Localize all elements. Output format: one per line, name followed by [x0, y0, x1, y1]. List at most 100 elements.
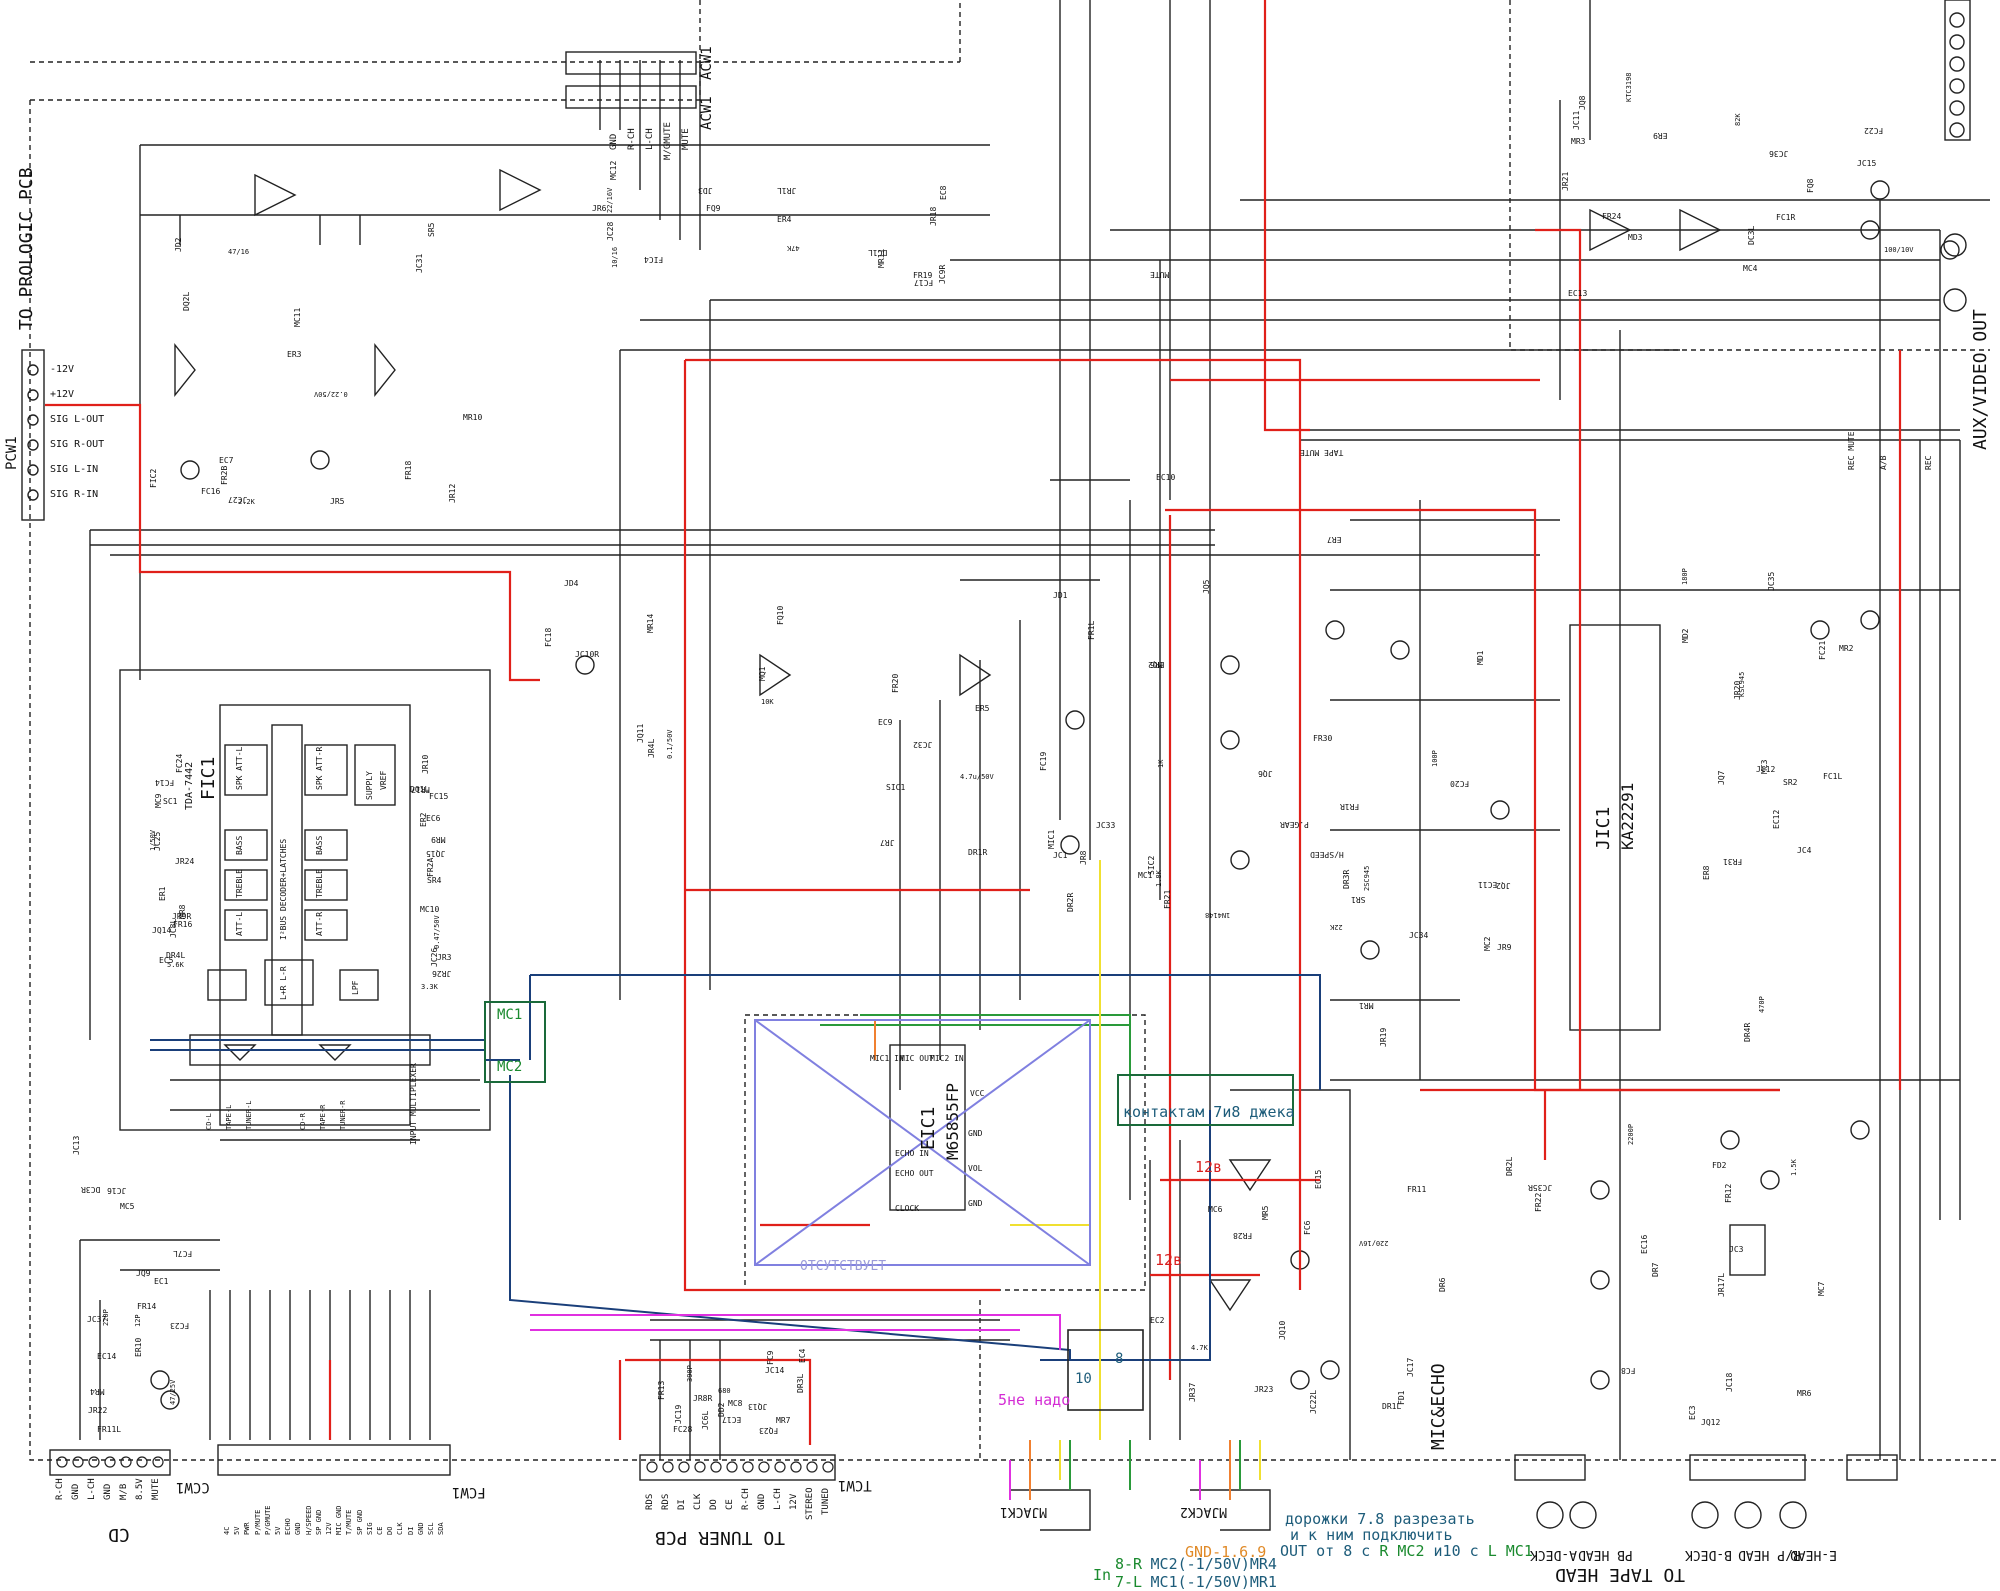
cut-note-line1: дорожки 7.8 разрезать	[1285, 1510, 1475, 1528]
component-value: 180P	[1681, 568, 1689, 585]
fcw1-pin: GND	[294, 1522, 303, 1535]
b-deck-label: B-DECK	[1685, 1547, 1732, 1562]
signal-label: A/B	[1879, 455, 1888, 470]
part-designator: JD4	[564, 579, 579, 588]
signal-label: H/SPEED	[1310, 850, 1344, 859]
tcw1-label: TCW1	[838, 1477, 872, 1493]
part-designator: JR24	[175, 857, 195, 866]
fic1-block: SPK ATT-R	[315, 746, 324, 790]
component-value: 100/10V	[1884, 246, 1914, 254]
fic1-block: L+R L-R	[279, 966, 288, 1000]
part-designator: FR18	[404, 460, 413, 480]
fcw1-pin: SCL	[427, 1522, 435, 1535]
component-value: KTC3198	[1625, 72, 1633, 102]
eic1-name: EIC1	[918, 1106, 939, 1150]
part-designator: JR22	[88, 1406, 108, 1415]
fic1-block: TUNER-L	[245, 1100, 253, 1130]
part-designator: MR7	[776, 1416, 791, 1425]
part-designator: ER1	[158, 886, 167, 901]
acw1-pin: R-CH	[627, 128, 637, 150]
cut-note-line2: и к ним подключить	[1290, 1526, 1453, 1544]
mjack2-label: MJACK2	[1180, 1504, 1227, 1519]
fcw1-pin: CE	[376, 1526, 384, 1535]
part-designator: JC13	[72, 1135, 81, 1155]
part-designator: JQ2	[1496, 881, 1511, 890]
out-lmc1: L MC1	[1487, 1542, 1533, 1560]
fic1-block: VREF	[379, 770, 388, 790]
part-designator: JQ10	[1278, 1320, 1287, 1340]
part-designator: JR7	[880, 838, 895, 847]
component-value: 4.7u/50V	[960, 773, 994, 781]
part-designator: JC15	[1857, 159, 1877, 168]
part-designator: DC3L	[1747, 225, 1756, 245]
part-designator: JC18	[1725, 1372, 1734, 1392]
component-value: 0.47/50V	[433, 915, 441, 949]
part-designator: MR5	[1261, 1205, 1270, 1220]
part-designator: JR12	[448, 483, 457, 503]
pcw1-pin: SIG R-OUT	[50, 439, 105, 450]
fcw1-pin: GND	[416, 1522, 425, 1535]
part-designator: FQ10	[776, 605, 785, 625]
part-designator: JQ14	[152, 926, 172, 935]
part-designator: ER7	[1327, 535, 1342, 544]
fic1-block: TAPE-R	[319, 1104, 327, 1130]
part-designator: FC7L	[173, 1249, 193, 1258]
part-designator: DC3R	[81, 1185, 101, 1194]
part-designator: MR14	[646, 613, 655, 633]
acw1-pin: GND	[609, 133, 619, 150]
eic1-pin: GND	[968, 1199, 983, 1208]
part-designator: EC14	[97, 1352, 117, 1361]
part-designator: JR21	[1561, 171, 1570, 191]
part-designator: MC6	[1208, 1205, 1223, 1214]
part-designator: JQ9	[136, 1269, 151, 1278]
part-designator: MC11	[293, 307, 302, 327]
part-designator: MD3	[1628, 233, 1643, 242]
part-designator: DR3R	[1342, 869, 1351, 889]
aux-video-label: AUX/VIDEO OUT	[1970, 309, 1991, 450]
mix-mc1-label: MC1	[497, 1007, 523, 1023]
in-7l-line: 7-L MC1(-1/50V)MR1	[1115, 1575, 1277, 1590]
fcw1-pin: SP GND	[314, 1509, 323, 1535]
fic1-block: SPK ATT-L	[235, 746, 244, 790]
fcw1-pin: DI	[406, 1526, 415, 1535]
component-value: 2200P	[1627, 1123, 1635, 1145]
part-designator: JR8	[1079, 850, 1088, 865]
part-designator: EC9	[878, 718, 893, 727]
part-designator: JC22L	[1309, 1389, 1318, 1414]
pcw1-pin: +12V	[50, 389, 75, 400]
part-designator: MC3	[1760, 759, 1769, 774]
fcw1-pin: H/SPEED	[304, 1505, 313, 1535]
part-designator: MC8	[728, 1399, 743, 1408]
part-designator: FR11	[1407, 1185, 1427, 1194]
in-7l-val: MC1(-1/50V)MR1	[1150, 1573, 1277, 1591]
pcw1-pin: SIG L-IN	[50, 464, 99, 475]
part-designator: JC28	[606, 221, 615, 241]
part-designator: FIC2	[149, 468, 158, 488]
acw1-top-label: ACW1	[699, 46, 715, 80]
part-designator: FR24	[1602, 212, 1622, 221]
tcw1-pin: STEREO	[805, 1487, 815, 1520]
part-designator: FR19	[913, 271, 933, 280]
component-value: 1.8K	[1155, 870, 1163, 887]
part-designator: DR3L	[796, 1373, 805, 1393]
part-designator: SR5	[427, 222, 436, 237]
pcw1-pin: SIG R-IN	[50, 489, 99, 500]
tcw1-pin: RDS	[645, 1493, 655, 1510]
eic1-pin: GND	[968, 1129, 983, 1138]
component-value: 2.2K	[238, 498, 255, 506]
board-outline-top	[30, 0, 961, 63]
part-designator: MC7	[1817, 1281, 1826, 1296]
part-designator: SR4	[427, 876, 442, 885]
part-designator: EC1	[154, 1277, 169, 1286]
component-value: 0.22/50V	[314, 390, 348, 398]
part-designator: FR20	[891, 673, 900, 693]
part-designator: DR6	[1438, 1277, 1447, 1292]
part-designator: JC37	[87, 1315, 107, 1324]
fic1-block: INPUT MULTIPLEXER	[409, 1063, 418, 1145]
part-designator: FR30	[1313, 734, 1333, 743]
part-designator: MC9	[154, 793, 163, 808]
part-designator: JC36	[1769, 149, 1789, 158]
12v-note-a: 12в	[1195, 1158, 1223, 1176]
component-value: 1K	[1157, 759, 1165, 768]
part-designator: ER8	[1702, 865, 1711, 880]
